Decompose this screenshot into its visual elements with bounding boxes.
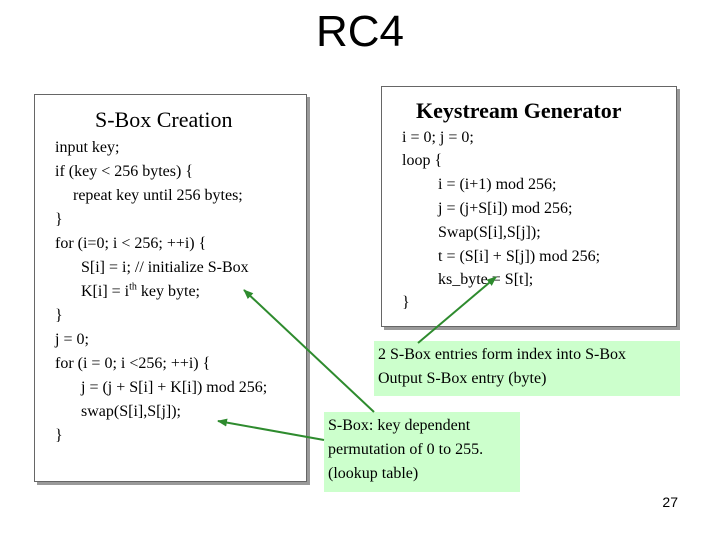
note-line: (lookup table) <box>328 465 419 482</box>
keystream-generator-box: Keystream Generator i = 0; j = 0; loop {… <box>381 86 677 327</box>
arrow-to-ks-byte <box>417 276 497 344</box>
note-line: Output S-Box entry (byte) <box>378 370 547 387</box>
code-line-k: K[i] = ith key byte; <box>81 281 200 303</box>
slide-title: RC4 <box>315 7 405 56</box>
code-line: for (i=0; i < 256; ++i) { <box>55 235 207 252</box>
code-line: repeat key until 256 bytes; <box>73 187 243 204</box>
code-line: if (key < 256 bytes) { <box>55 163 194 180</box>
code-line: swap(S[i],S[j]); <box>81 403 181 420</box>
code-line: i = 0; j = 0; <box>402 129 474 146</box>
code-line: j = (j + S[i] + K[i]) mod 256; <box>81 379 268 396</box>
note-sbox-definition: S-Box: key dependent permutation of 0 to… <box>324 412 520 492</box>
sbox-creation-box: S-Box Creation input key; if (key < 256 … <box>34 94 307 482</box>
note-sbox-entries: 2 S-Box entries form index into S-Box Ou… <box>374 341 680 396</box>
code-line: } <box>55 211 63 228</box>
keystream-heading: Keystream Generator <box>416 98 622 123</box>
code-line: Swap(S[i],S[j]); <box>438 224 541 241</box>
note-line: S-Box: key dependent <box>328 417 471 434</box>
arrow-to-k-line <box>243 289 375 413</box>
code-line: for (i = 0; i <256; ++i) { <box>55 355 211 372</box>
code-line: } <box>55 427 63 444</box>
code-line: input key; <box>55 139 120 156</box>
code-line: i = (i+1) mod 256; <box>438 176 557 193</box>
note-line: 2 S-Box entries form index into S-Box <box>378 346 626 363</box>
sbox-creation-heading: S-Box Creation <box>95 107 233 132</box>
note-line: permutation of 0 to 255. <box>328 441 484 458</box>
code-line: S[i] = i; // initialize S-Box <box>81 259 249 276</box>
page-number: 27 <box>662 494 678 510</box>
k-line-rest: key byte; <box>136 283 200 300</box>
code-line: } <box>402 294 410 311</box>
code-line: ks_byte = S[t]; <box>438 271 534 288</box>
k-line-superscript: th <box>129 281 137 293</box>
code-line: loop { <box>402 152 443 169</box>
code-line: j = (j+S[i]) mod 256; <box>438 200 573 217</box>
code-line: } <box>55 307 63 324</box>
arrow-to-swap-line <box>217 418 325 441</box>
code-line: t = (S[i] + S[j]) mod 256; <box>438 248 601 265</box>
code-line: j = 0; <box>55 331 89 348</box>
k-line-base: K[i] = i <box>81 283 130 300</box>
